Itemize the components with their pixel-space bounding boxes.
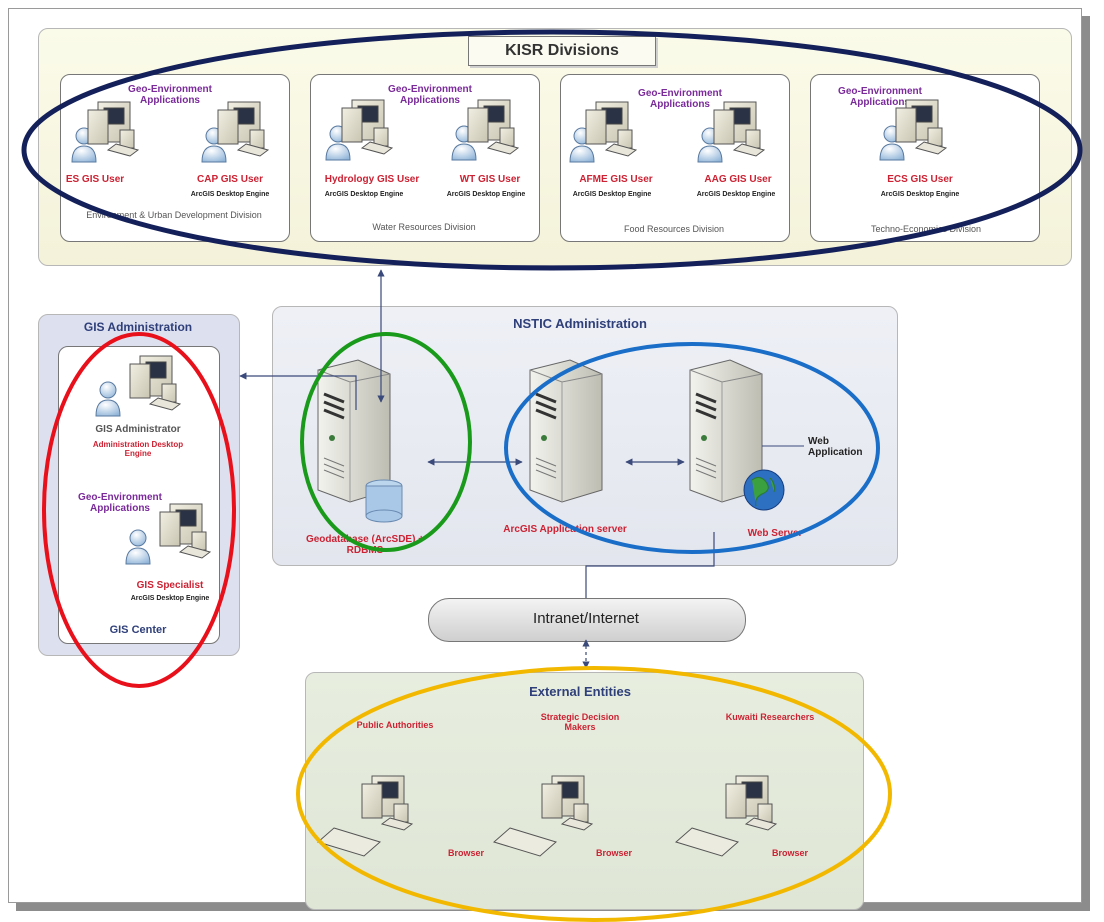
- gis-administration-title: GIS Administration: [83, 320, 193, 334]
- browser-label-3: Browser: [771, 848, 808, 858]
- gis-specialist-engine: ArcGIS Desktop Engine: [130, 595, 210, 602]
- division-1-user2: CAP GIS User: [197, 174, 263, 185]
- division-3-engine-a: ArcGIS Desktop Engine: [572, 191, 652, 198]
- division-4-user1: ECS GIS User: [887, 174, 953, 185]
- division-3-user1: AFME GIS User: [579, 174, 653, 185]
- gis-admin-apps-label: Geo-Environment Applications: [78, 492, 162, 514]
- division-3-engine-b: ArcGIS Desktop Engine: [696, 191, 776, 198]
- division-2-engine-a: ArcGIS Desktop Engine: [324, 191, 404, 198]
- external-entities-title: External Entities: [529, 684, 631, 699]
- browser-label-2: Browser: [595, 848, 632, 858]
- division-3-user2: AAG GIS User: [704, 174, 772, 185]
- division-1-name: Environment & Urban Development Division: [86, 210, 262, 220]
- division-3-name: Food Resources Division: [623, 224, 725, 234]
- client-strategic-decision-makers: Strategic Decision Makers: [540, 712, 620, 732]
- division-1-engine: ArcGIS Desktop Engine: [190, 191, 270, 198]
- kisr-divisions-title: KISR Divisions: [468, 36, 656, 66]
- intranet-label: Intranet/Internet: [533, 610, 639, 627]
- intranet-pipe: [428, 598, 746, 642]
- gis-center-label: GIS Center: [109, 624, 167, 636]
- division-2-name: Water Resources Division: [372, 222, 476, 232]
- division-4-engine: ArcGIS Desktop Engine: [880, 191, 960, 198]
- division-4-name: Techno-Economics Division: [870, 224, 982, 234]
- division-2-user2: WT GIS User: [459, 174, 521, 185]
- division-1-user1: ES GIS User: [65, 174, 125, 185]
- client-kuwaiti-researchers: Kuwaiti Researchers: [725, 712, 815, 722]
- web-server-label: Web Server: [747, 528, 803, 539]
- division-2-user1: Hydrology GIS User: [324, 174, 420, 185]
- web-application-label: Web Application: [808, 436, 863, 458]
- division-4-apps-label: Geo-Environment Applications: [838, 86, 922, 108]
- division-2-apps-label: Geo-Environment Applications: [388, 84, 472, 106]
- browser-label-1: Browser: [447, 848, 484, 858]
- division-2-engine-b: ArcGIS Desktop Engine: [446, 191, 526, 198]
- admin-engine-label: Administration Desktop Engine: [92, 440, 184, 458]
- division-1-apps-label: Geo-Environment Applications: [128, 84, 212, 106]
- division-3-apps-label: Geo-Environment Applications: [638, 88, 722, 110]
- gis-administrator-label: GIS Administrator: [95, 424, 181, 435]
- geodatabase-label: Geodatabase (ArcSDE) + RDBMS: [305, 534, 425, 556]
- nstic-title: NSTIC Administration: [513, 316, 647, 331]
- client-public-authorities: Public Authorities: [356, 720, 434, 730]
- app-server-label: ArcGIS Application server: [503, 524, 627, 535]
- gis-specialist-label: GIS Specialist: [136, 580, 204, 591]
